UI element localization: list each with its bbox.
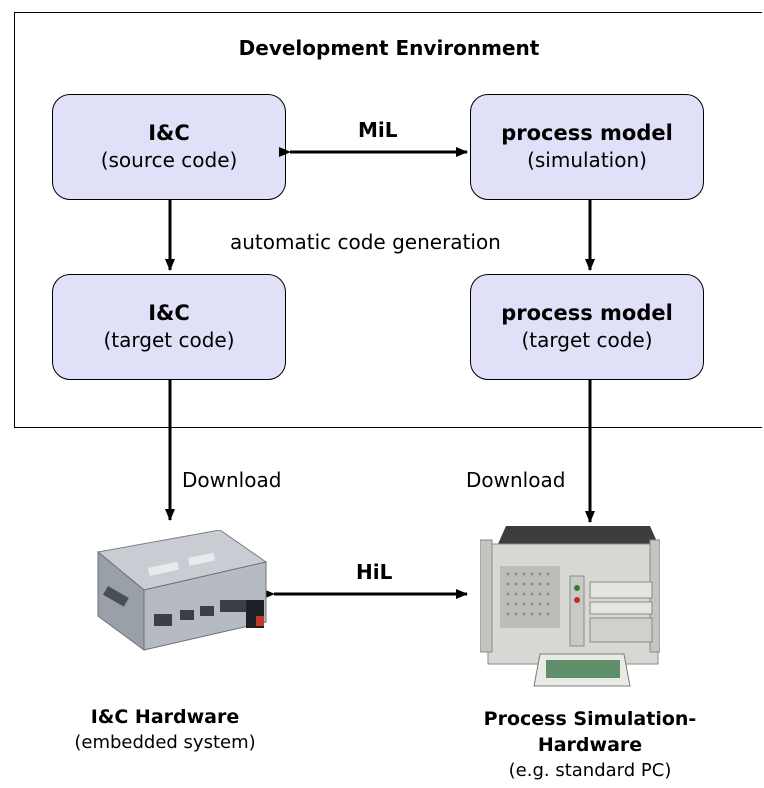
simulation-hardware-title-line2: Hardware [537,734,643,756]
download-right-label: Download [466,468,566,492]
simulation-hardware-title-line1: Process Simulation- [483,708,697,730]
process-model-simulation-subtitle: (simulation) [527,148,647,172]
ic-target-subtitle: (target code) [103,328,235,352]
environment-title: Development Environment [238,36,540,60]
mil-label: MiL [358,118,398,142]
process-model-simulation-title: process model [501,121,673,145]
ic-hardware-subtitle: (embedded system) [74,732,256,753]
ic-source-box: I&C (source code) [52,94,286,200]
simulation-hardware-subtitle: (e.g. standard PC) [508,760,672,781]
simulation-pc-image [480,526,660,687]
simulation-hardware-caption: Process Simulation- Hardware (e.g. stand… [440,706,740,784]
hil-label: HiL [356,560,393,584]
ic-hardware-caption: I&C Hardware (embedded system) [40,704,290,756]
ic-target-title: I&C [148,301,190,325]
process-model-simulation-box: process model (simulation) [470,94,704,200]
development-environment-frame [14,12,762,428]
process-model-target-title: process model [501,301,673,325]
download-left-label: Download [182,468,282,492]
ic-source-title: I&C [148,121,190,145]
ic-hardware-image [96,530,268,651]
ic-target-box: I&C (target code) [52,274,286,380]
ic-source-subtitle: (source code) [100,148,238,172]
process-model-target-subtitle: (target code) [521,328,653,352]
process-model-target-box: process model (target code) [470,274,704,380]
code-generation-label: automatic code generation [230,230,501,254]
ic-hardware-title: I&C Hardware [90,706,240,728]
